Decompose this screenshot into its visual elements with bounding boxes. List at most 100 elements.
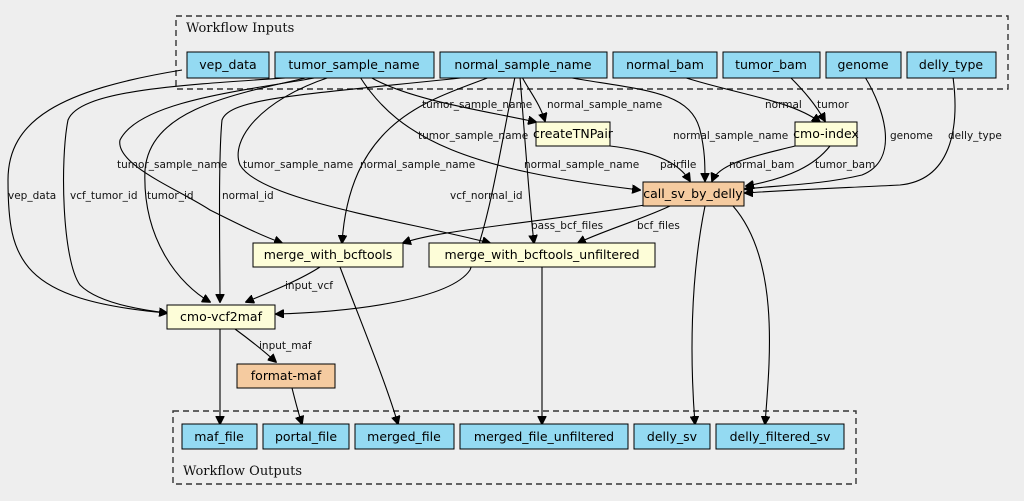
node-label: merged_file_unfiltered bbox=[474, 429, 614, 444]
node-label: tumor_sample_name bbox=[288, 57, 419, 72]
node-label: maf_file bbox=[194, 429, 244, 444]
edge-delly-to-mergeunfiltered bbox=[578, 205, 671, 243]
edge-tumor-to-vcf2maf-tumorid bbox=[144, 76, 311, 302]
edge-label: vep_data bbox=[8, 190, 56, 202]
workflow-inputs-label: Workflow Inputs bbox=[186, 21, 294, 36]
edge-normal-to-createtnpair bbox=[521, 76, 545, 121]
edge-mergebcf-to-vcf2maf bbox=[246, 266, 321, 302]
node-call-sv-by-delly[interactable]: call_sv_by_delly bbox=[642, 181, 745, 207]
edge-tumor-to-vcf2maf-vcftumorid bbox=[62, 76, 301, 313]
node-tumor-bam[interactable]: tumor_bam bbox=[722, 51, 821, 79]
node-label: createTNPair bbox=[533, 126, 614, 141]
edge-normal-to-mergeunfiltered bbox=[519, 76, 534, 243]
edge-normal-to-vcf2maf-normalid bbox=[220, 76, 471, 302]
node-label: delly_type bbox=[919, 57, 983, 72]
workflow-outputs-cluster: Workflow Outputs bbox=[172, 410, 857, 485]
node-delly-sv[interactable]: delly_sv bbox=[633, 423, 711, 450]
edge-label: vcf_normal_id bbox=[450, 190, 523, 202]
edge-label: normal_sample_name bbox=[360, 159, 475, 171]
edge-label: tumor_sample_name bbox=[422, 99, 532, 111]
node-cmo-index[interactable]: cmo-index bbox=[793, 121, 859, 147]
edges bbox=[7, 69, 956, 424]
edge-label: pass_bcf_files bbox=[531, 220, 603, 232]
node-label: vep_data bbox=[199, 57, 256, 72]
output-nodes: maf_file portal_file merged_file merged_… bbox=[181, 423, 845, 450]
edge-cmoindex-tumorbam-to-delly bbox=[746, 145, 831, 186]
edge-tumor-to-mergeunfiltered bbox=[237, 76, 490, 243]
edge-label: delly_type bbox=[948, 130, 1002, 142]
node-label: portal_file bbox=[275, 429, 337, 444]
edge-label: input_vcf bbox=[285, 280, 333, 292]
node-label: genome bbox=[837, 57, 888, 72]
edge-cmoindex-normalbam-to-delly bbox=[712, 145, 796, 181]
node-label: delly_sv bbox=[647, 429, 698, 444]
node-label: call_sv_by_delly bbox=[643, 186, 743, 201]
edge-mergebcf-to-mergedfile bbox=[339, 266, 398, 424]
edge-vcf2maf-to-formatmaf bbox=[234, 328, 276, 362]
workflow-inputs-cluster: Workflow Inputs bbox=[175, 15, 1009, 90]
node-maf-file[interactable]: maf_file bbox=[181, 423, 258, 450]
node-delly-type[interactable]: delly_type bbox=[906, 51, 997, 79]
node-label: merged_file bbox=[367, 429, 441, 444]
edge-label: normal_bam bbox=[729, 159, 794, 171]
node-merge-with-bcftools-unfiltered[interactable]: merge_with_bcftools_unfiltered bbox=[428, 242, 656, 268]
node-delly-filtered-sv[interactable]: delly_filtered_sv bbox=[715, 423, 845, 450]
node-label: merge_with_bcftools bbox=[264, 247, 393, 262]
node-normal-bam[interactable]: normal_bam bbox=[612, 51, 718, 79]
node-label: format-maf bbox=[251, 368, 322, 383]
node-tumor-sample-name[interactable]: tumor_sample_name bbox=[274, 51, 435, 79]
edge-label: input_maf bbox=[259, 340, 312, 352]
node-genome[interactable]: genome bbox=[825, 51, 902, 79]
node-format-maf[interactable]: format-maf bbox=[236, 363, 336, 389]
input-nodes: vep_data tumor_sample_name normal_sample… bbox=[186, 51, 997, 79]
workflow-outputs-label: Workflow Outputs bbox=[183, 464, 302, 479]
edge-label: tumor_id bbox=[147, 190, 194, 202]
edge-label: normal_id bbox=[222, 190, 274, 202]
edge-normal-to-mergebcf bbox=[342, 76, 491, 243]
edge-label: genome bbox=[890, 130, 933, 142]
edge-normalbam-to-cmoindex bbox=[682, 76, 820, 122]
edge-labels: tumor_sample_name normal_sample_name nor… bbox=[8, 99, 1002, 352]
edge-label: tumor_sample_name bbox=[418, 130, 528, 142]
edge-delly-to-dellysv bbox=[692, 205, 706, 424]
edge-dellytype-to-delly bbox=[745, 76, 956, 193]
edge-tumor-to-mergebcf bbox=[119, 76, 321, 243]
edge-delly-to-dellyfilteredsv bbox=[732, 205, 771, 424]
node-createtnpair[interactable]: createTNPair bbox=[533, 121, 614, 147]
node-label: tumor_bam bbox=[735, 57, 807, 72]
edge-label: normal_sample_name bbox=[524, 159, 639, 171]
edge-label: normal_sample_name bbox=[547, 99, 662, 111]
edge-label: tumor bbox=[817, 99, 849, 111]
node-merge-with-bcftools[interactable]: merge_with_bcftools bbox=[252, 242, 404, 268]
edge-tumorbam-to-cmoindex bbox=[789, 76, 825, 121]
node-label: delly_filtered_sv bbox=[730, 429, 831, 444]
node-cmo-vcf2maf[interactable]: cmo-vcf2maf bbox=[166, 304, 276, 330]
edge-normal-to-vcf2maf-vcfnormalid bbox=[276, 76, 516, 314]
step-nodes: createTNPair cmo-index call_sv_by_delly … bbox=[166, 121, 859, 389]
node-label: cmo-index bbox=[793, 126, 859, 141]
edge-vepdata-to-vcf2maf bbox=[7, 69, 183, 313]
node-portal-file[interactable]: portal_file bbox=[262, 423, 350, 450]
edge-tumor-to-createtnpair bbox=[369, 76, 536, 122]
edge-normal-to-delly bbox=[565, 76, 705, 181]
edge-label: tumor_sample_name bbox=[117, 159, 227, 171]
edge-genome-to-delly bbox=[745, 76, 886, 189]
edge-label: normal bbox=[765, 99, 802, 111]
edge-label: vcf_tumor_id bbox=[70, 190, 138, 202]
edge-label: pairfile bbox=[660, 159, 696, 171]
edge-label: normal_sample_name bbox=[673, 130, 788, 142]
node-label: cmo-vcf2maf bbox=[180, 309, 263, 324]
edge-formatmaf-to-portalfile bbox=[291, 387, 302, 424]
node-merged-file-unfiltered[interactable]: merged_file_unfiltered bbox=[459, 423, 629, 450]
edge-label: tumor_sample_name bbox=[243, 159, 353, 171]
node-merged-file[interactable]: merged_file bbox=[354, 423, 455, 450]
node-vep-data[interactable]: vep_data bbox=[186, 51, 270, 79]
node-normal-sample-name[interactable]: normal_sample_name bbox=[439, 51, 608, 79]
node-label: merge_with_bcftools_unfiltered bbox=[444, 247, 639, 262]
edge-createtnpair-to-delly bbox=[609, 145, 690, 181]
edge-delly-to-mergebcf bbox=[403, 204, 646, 243]
edge-label: tumor_bam bbox=[815, 159, 875, 171]
node-label: normal_sample_name bbox=[454, 57, 592, 72]
edge-tumor-to-delly bbox=[359, 76, 640, 190]
